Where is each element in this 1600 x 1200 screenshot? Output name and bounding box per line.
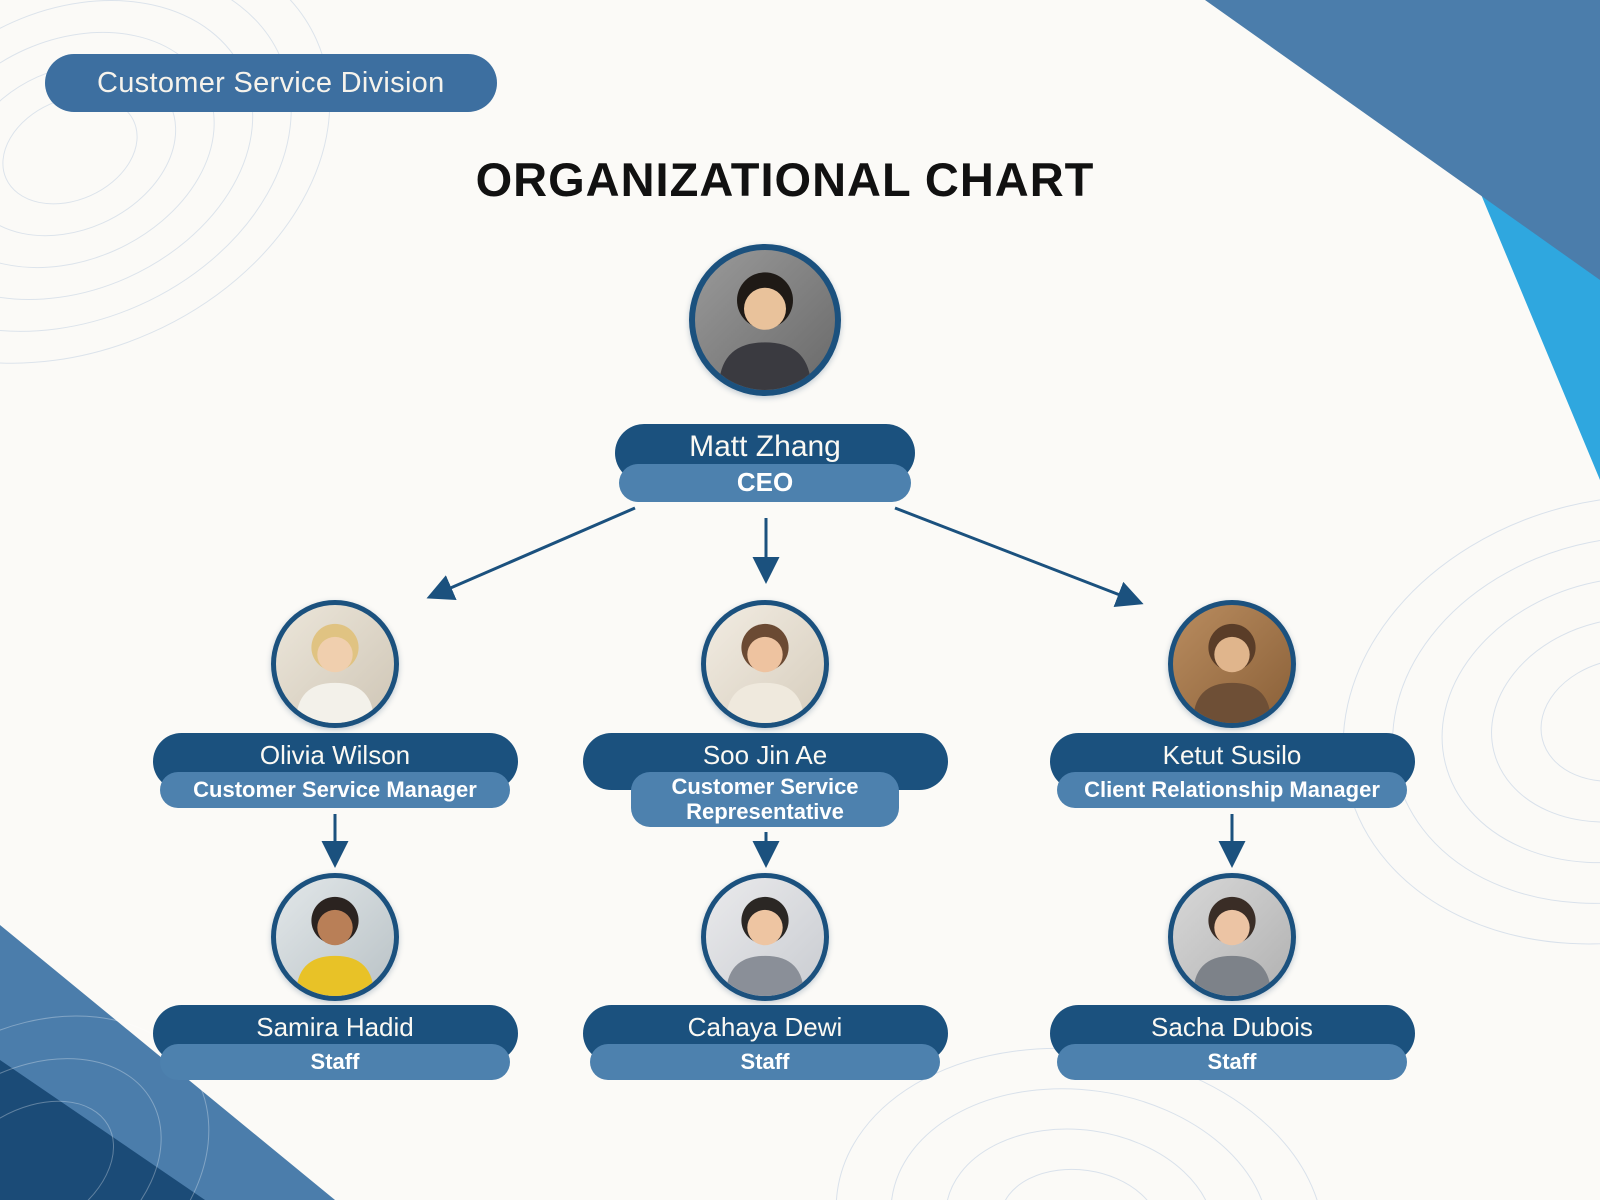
person-card-staff-1: Samira Hadid Staff <box>145 873 525 1080</box>
person-card-manager-2: Soo Jin Ae Customer Service Representati… <box>575 600 955 828</box>
staff-1-photo <box>271 873 399 1001</box>
person-role-pill: Customer Service Representative <box>631 772 899 828</box>
avatar-silhouette-icon <box>1193 896 1271 996</box>
manager-3-photo <box>1168 600 1296 728</box>
person-name: Sacha Dubois <box>1151 1012 1313 1042</box>
person-role: Customer Service Representative <box>671 774 859 824</box>
avatar-silhouette-icon <box>718 272 812 390</box>
person-role: Staff <box>1207 1048 1257 1074</box>
manager-1-photo <box>271 600 399 728</box>
person-role-pill: Client Relationship Manager <box>1057 772 1407 808</box>
person-role-pill: Staff <box>1057 1044 1407 1080</box>
ceo-photo <box>689 244 841 396</box>
person-card-staff-2: Cahaya Dewi Staff <box>575 873 955 1080</box>
person-card-staff-3: Sacha Dubois Staff <box>1042 873 1422 1080</box>
person-name: Olivia Wilson <box>259 740 411 770</box>
person-name: Matt Zhang <box>689 430 841 463</box>
person-role: Customer Service Manager <box>193 776 477 802</box>
staff-2-photo <box>701 873 829 1001</box>
person-role: CEO <box>736 467 794 498</box>
person-card-manager-1: Olivia Wilson Customer Service Manager <box>145 600 525 808</box>
person-name: Ketut Susilo <box>1162 740 1302 770</box>
person-card-manager-3: Ketut Susilo Client Relationship Manager <box>1042 600 1422 808</box>
person-role: Staff <box>310 1048 360 1074</box>
avatar-silhouette-icon <box>726 623 804 723</box>
page-title: ORGANIZATIONAL CHART <box>475 153 1095 206</box>
avatar-silhouette-icon <box>296 623 374 723</box>
corner-triangle-top-right-steel <box>1205 0 1600 280</box>
avatar-silhouette-icon <box>296 896 374 996</box>
person-role-pill: Staff <box>160 1044 510 1080</box>
person-role: Client Relationship Manager <box>1084 776 1380 802</box>
person-name: Cahaya Dewi <box>687 1012 843 1042</box>
person-role-pill: Customer Service Manager <box>160 772 510 808</box>
person-role-pill: Staff <box>590 1044 940 1080</box>
avatar-silhouette-icon <box>726 896 804 996</box>
staff-3-photo <box>1168 873 1296 1001</box>
corner-triangle-top-right-cyan <box>1400 0 1600 480</box>
person-name: Soo Jin Ae <box>702 740 828 770</box>
arrow-ceo-to-manager-1 <box>426 506 636 601</box>
division-badge-label: Customer Service Division <box>97 66 445 99</box>
arrow-ceo-to-manager-3 <box>894 506 1144 608</box>
corner-triangle-bottom-left-navy <box>0 1060 205 1200</box>
avatar-silhouette-icon <box>1193 623 1271 723</box>
manager-2-photo <box>701 600 829 728</box>
person-name: Samira Hadid <box>256 1012 414 1042</box>
person-role: Staff <box>740 1048 790 1074</box>
person-role-pill: CEO <box>619 464 911 502</box>
division-badge: Customer Service Division <box>45 54 497 112</box>
person-card-ceo: Matt Zhang CEO <box>575 244 955 502</box>
